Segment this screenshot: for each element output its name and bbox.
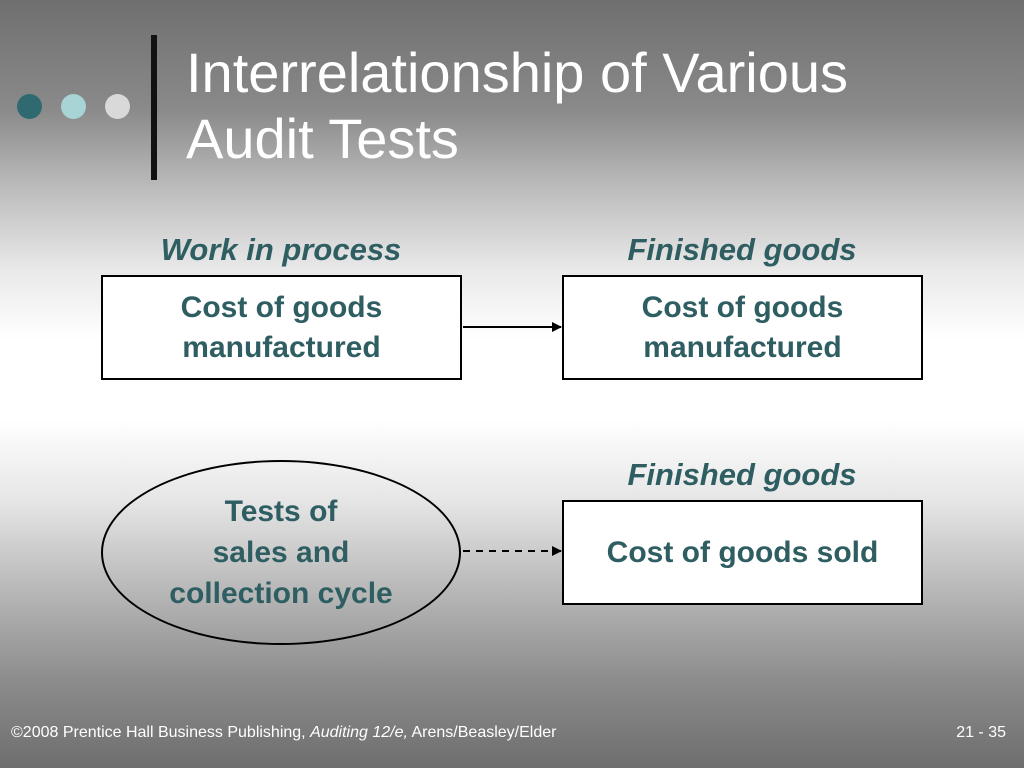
wip-cost-box: Cost of goods manufactured — [101, 275, 462, 380]
slide-title-line1: Interrelationship of Various — [186, 41, 848, 104]
ellipse-line2: sales and — [212, 536, 350, 569]
wip-cost-line1: Cost of goods — [180, 290, 383, 324]
cogs-label: Cost of goods sold — [606, 535, 879, 569]
slide-title-line2: Audit Tests — [186, 107, 459, 170]
footer-publisher: ©2008 Prentice Hall Business Publishing, — [11, 724, 306, 741]
footer-copyright: ©2008 Prentice Hall Business Publishing,… — [11, 724, 556, 742]
finished-goods-header-top: Finished goods — [627, 232, 857, 267]
tests-ellipse: Tests of sales and collection cycle — [101, 460, 461, 645]
wip-cost-line2: manufactured — [182, 330, 381, 364]
fg-cost-box: Cost of goods manufactured — [562, 275, 923, 380]
ellipse-line1: Tests of — [224, 495, 338, 528]
dot-gray-icon — [105, 94, 130, 119]
finished-goods-header-bottom: Finished goods — [627, 457, 857, 492]
slide-title: Interrelationship of Various Audit Tests — [186, 40, 986, 172]
work-in-process-header: Work in process — [160, 232, 402, 267]
fg-cost-line2: manufactured — [643, 330, 842, 364]
cogs-box: Cost of goods sold — [562, 500, 923, 605]
ellipse-line3: collection cycle — [169, 577, 393, 610]
footer-book: Auditing 12/e, — [310, 724, 408, 741]
footer-authors: Arens/Beasley/Elder — [411, 724, 557, 741]
dot-light-teal-icon — [61, 94, 86, 119]
title-divider — [151, 35, 157, 180]
fg-cost-line1: Cost of goods — [641, 290, 844, 324]
dot-dark-teal-icon — [17, 94, 42, 119]
decorative-dots — [17, 94, 135, 120]
page-number: 21 - 35 — [956, 724, 1006, 741]
